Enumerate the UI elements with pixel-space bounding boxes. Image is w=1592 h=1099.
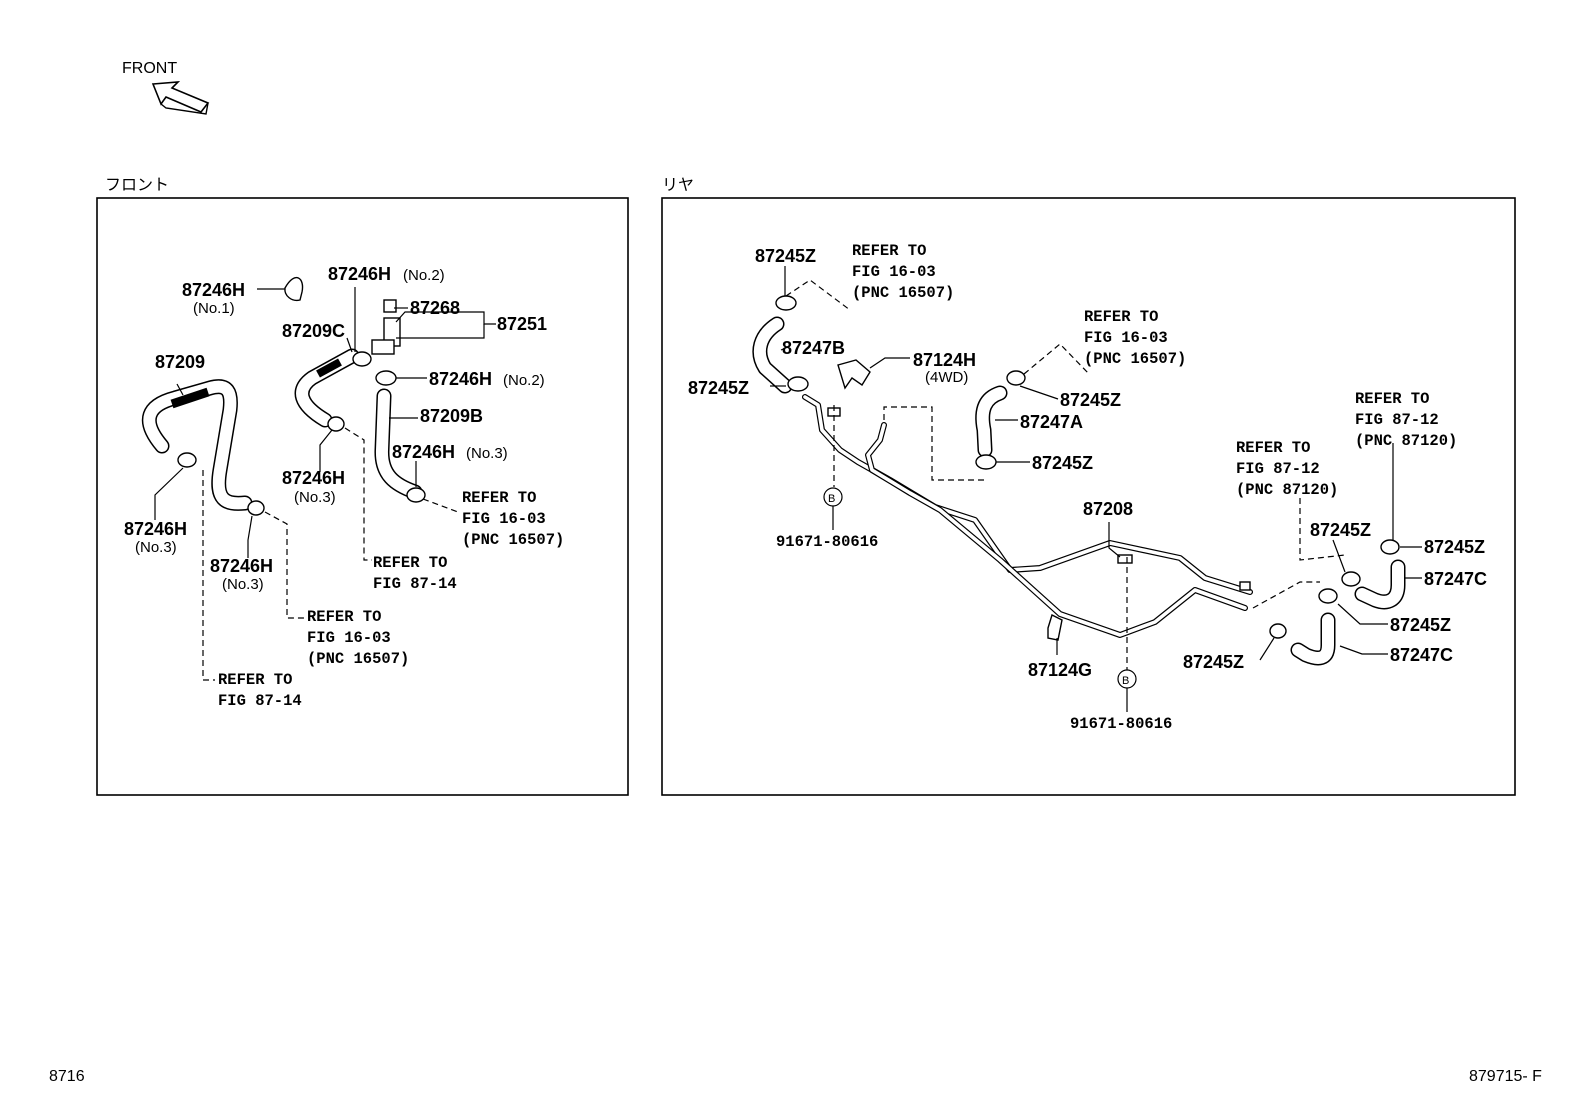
front-section-title: フロント [105, 175, 169, 194]
part-87245z-mid2: 87245Z [1032, 453, 1093, 473]
ref-fig-16-03-c-line1: REFER TO [307, 608, 381, 626]
part-87246h-no3-right-note: (No.3) [466, 445, 508, 462]
front-leader-lines [154, 287, 496, 558]
ref-fig-87-14-d-line1: REFER TO [218, 671, 292, 689]
part-87246h-no3-left: 87246H [124, 519, 187, 539]
hose-87209 [141, 379, 253, 511]
part-87246h-no2-top-note: (No.2) [403, 267, 445, 284]
clamp-icons [177, 276, 426, 516]
ref-fig-87-14-b-line1: REFER TO [373, 554, 447, 572]
ref-fig-16-03-a-line2: FIG 16-03 [462, 510, 546, 528]
part-87245z-left: 87245Z [688, 378, 749, 398]
front-arrow-icon [151, 81, 210, 115]
part-87245z-r1: 87245Z [1310, 520, 1371, 540]
bolt-marker-left-letter: B [828, 493, 835, 505]
ref-rear-g-line2: FIG 87-12 [1355, 411, 1439, 429]
bolt-marker-right-letter: B [1122, 675, 1129, 687]
illustration-code: 879715- F [1469, 1068, 1542, 1085]
ref-rear-e-line3: (PNC 16507) [852, 284, 954, 302]
part-87124h-note: (4WD) [925, 369, 968, 386]
bracket-87124g [1047, 614, 1063, 641]
hose-87247a [975, 385, 1008, 458]
front-direction-label: FRONT [122, 60, 177, 77]
ref-rear-g-line1: REFER TO [1355, 390, 1429, 408]
rear-clamp-icons [775, 295, 1400, 639]
part-87246h-no3-lower-note: (No.3) [222, 576, 264, 593]
ref-rear-f-line3: (PNC 16507) [1084, 350, 1186, 368]
bolt-91671-80616-right: 91671-80616 [1070, 715, 1172, 733]
ref-rear-h-line3: (PNC 87120) [1236, 481, 1338, 499]
part-87247c-r1: 87247C [1424, 569, 1487, 589]
ref-rear-e-line1: REFER TO [852, 242, 926, 260]
part-87246h-no1-note: (No.1) [193, 300, 235, 317]
part-87245z-top: 87245Z [755, 246, 816, 266]
part-87247a: 87247A [1020, 412, 1083, 432]
part-87246h-no3-center-note: (No.3) [294, 489, 336, 506]
part-87209: 87209 [155, 352, 205, 372]
rear-dashed-refs [785, 279, 1346, 670]
part-87246h-no2-top: 87246H [328, 264, 391, 284]
front-panel-graphics [141, 276, 496, 681]
part-87246h-no3-left-note: (No.3) [135, 539, 177, 556]
ref-rear-f-line1: REFER TO [1084, 308, 1158, 326]
rear-panel-frame [661, 197, 1516, 796]
part-87208: 87208 [1083, 499, 1133, 519]
pipe-87208 [802, 394, 1253, 638]
fitting-87268 [371, 299, 401, 355]
part-87246h-no1: 87246H [182, 280, 245, 300]
part-87246h-no3-center: 87246H [282, 468, 345, 488]
part-87209c: 87209C [282, 321, 345, 341]
front-panel-frame [96, 197, 629, 796]
ref-rear-g-line3: (PNC 87120) [1355, 432, 1457, 450]
ref-fig-87-14-d-line2: FIG 87-14 [218, 692, 302, 710]
part-87246h-no3-right: 87246H [392, 442, 455, 462]
rear-leader-lines [770, 266, 1422, 712]
part-87246h-no3-lower: 87246H [210, 556, 273, 576]
ref-fig-16-03-a-line1: REFER TO [462, 489, 536, 507]
part-87245z-r2: 87245Z [1424, 537, 1485, 557]
part-87246h-no2-mid: 87246H [429, 369, 492, 389]
part-87245z-r4: 87245Z [1183, 652, 1244, 672]
hose-87247c-lower [1290, 612, 1336, 666]
ref-fig-16-03-c-line2: FIG 16-03 [307, 629, 391, 647]
ref-rear-e-line2: FIG 16-03 [852, 263, 936, 281]
rear-panel-graphics [752, 266, 1422, 712]
page-code: 8716 [49, 1068, 85, 1085]
part-87124h: 87124H [913, 350, 976, 370]
part-87245z-mid: 87245Z [1060, 390, 1121, 410]
part-87246h-no2-mid-note: (No.2) [503, 372, 545, 389]
part-87247b: 87247B [782, 338, 845, 358]
ref-rear-f-line2: FIG 16-03 [1084, 329, 1168, 347]
part-87268: 87268 [410, 298, 460, 318]
rear-panel-labels: 87245Z 87247B 87245Z 87124H (4WD) 87245Z… [688, 242, 1487, 733]
part-87209b: 87209B [420, 406, 483, 426]
ref-fig-87-14-b-line2: FIG 87-14 [373, 575, 457, 593]
part-87251: 87251 [497, 314, 547, 334]
hose-87247c-upper [1354, 559, 1406, 610]
ref-fig-16-03-c-line3: (PNC 16507) [307, 650, 409, 668]
ref-rear-h-line1: REFER TO [1236, 439, 1310, 457]
bolt-91671-80616-left: 91671-80616 [776, 533, 878, 551]
ref-rear-h-line2: FIG 87-12 [1236, 460, 1320, 478]
hose-87247b [752, 316, 793, 394]
part-87245z-r3: 87245Z [1390, 615, 1451, 635]
front-dashed-refs [202, 427, 459, 681]
part-87247c-r2: 87247C [1390, 645, 1453, 665]
hose-87209c [294, 348, 360, 428]
bracket-87124h [837, 359, 871, 390]
ref-fig-16-03-a-line3: (PNC 16507) [462, 531, 564, 549]
rear-section-title: リヤ [662, 175, 694, 194]
part-87124g: 87124G [1028, 660, 1092, 680]
front-panel-labels: 87246H (No.1) 87246H (No.2) 87268 87251 … [124, 264, 564, 710]
